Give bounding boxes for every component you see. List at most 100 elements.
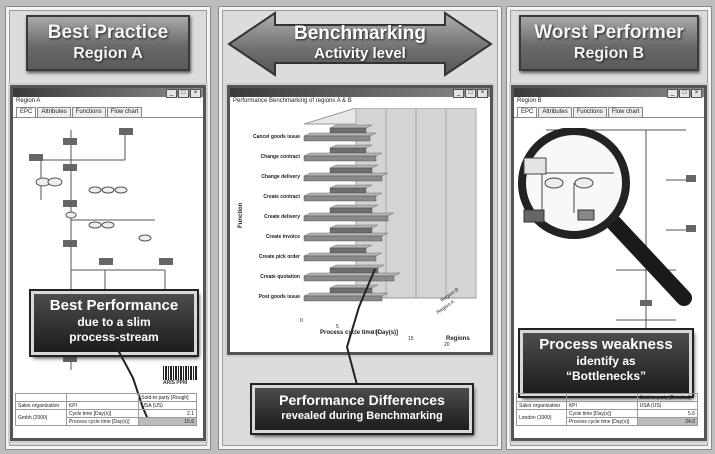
bar [329,127,367,134]
x-tick-label: 0 [300,318,303,324]
bar-top [329,204,379,209]
tab-flow-chart[interactable]: Flow chart [106,107,143,117]
table-row: Gmbh (2000)Cycle time [Day(s)]2.1 [15,409,197,426]
kpi-label: Cycle time [Day(s)] [565,409,638,418]
col-header-kpi: KPI [65,401,140,410]
bar-top [303,212,395,217]
process-weakness-callout: Process weakness identify as “Bottleneck… [518,328,694,398]
category-label: Create quotation [260,274,300,280]
callout-title: Best Performance [49,297,179,314]
callout-title: Performance Differences [279,392,445,408]
bar [303,235,383,242]
org-name: London (1000) [516,409,567,426]
bar-top [303,152,383,157]
callout-line3: process-stream [69,330,159,344]
category-label: Create invoice [266,234,300,240]
kpi-label: Cycle time [Day(s)] [65,409,140,418]
header-title: Best Practice [47,22,169,43]
maximize-icon[interactable]: □ [679,89,690,98]
bar-top [303,252,383,257]
minimize-icon[interactable]: _ [453,89,464,98]
close-icon[interactable]: × [190,89,201,98]
x-tick-label: 15 [408,336,414,342]
col-header-party: Sold-to party [Rough] [138,393,197,402]
close-icon[interactable]: × [691,89,702,98]
minimize-icon[interactable]: _ [166,89,177,98]
bar [303,255,377,262]
bar [329,147,367,154]
header-title: Worst Performer [534,22,684,43]
benchmarking-subtitle: Activity level [314,45,406,62]
tab-functions[interactable]: Functions [71,107,106,117]
bar [303,155,377,162]
bar [329,207,373,214]
bar [329,167,373,174]
category-label: Change delivery [261,174,300,180]
col-header-org: Sales organization [516,401,567,410]
tab-attributes[interactable]: Attributes [37,107,71,117]
bar [303,175,383,182]
col-header-country: USA (US) [138,401,197,410]
right-panel: Worst Performer Region B _□× Region B EP… [506,6,712,450]
tab-flow-chart[interactable]: Flow chart [607,107,644,117]
callout-title: Process weakness [539,336,673,353]
magnifying-glass-icon [518,128,692,306]
callout-line2: due to a slim [77,315,151,329]
window-titlebar: _□× [13,88,203,98]
barcode-logo [163,366,197,380]
callout-pointer [345,268,376,386]
region-b-window: _□× Region B EPC Attributes Functions Fl… [511,85,707,441]
bar-top [329,184,373,189]
z-axis-label: Regions [446,336,470,342]
best-performance-callout: Best Performance due to a slim process-s… [29,289,199,357]
best-practice-header: Best Practice Region A [26,15,190,71]
x-tick-label: 5 [336,324,339,330]
double-arrow-banner [227,11,493,77]
bar [303,135,371,142]
bar-top [329,164,379,169]
callout-line2: identify as [576,354,636,368]
tab-attributes[interactable]: Attributes [538,107,572,117]
maximize-icon[interactable]: □ [178,89,189,98]
bar [303,215,389,222]
region-a-window: _□× Region A EPC Attributes Functions Fl… [10,85,206,441]
category-label: Change contract [261,154,301,160]
table-row: Process cycle time [Day(s)]24.0 [517,417,699,426]
col-header-country: USA (US) [636,401,699,410]
category-label: Create delivery [264,214,300,220]
window-titlebar: _□× [230,88,490,98]
bar-top [329,144,373,149]
x-tick-label: 20 [444,342,450,348]
logo-text: ARIS PPM [163,380,188,386]
close-icon[interactable]: × [477,89,488,98]
minimize-icon[interactable]: _ [667,89,678,98]
tab-functions[interactable]: Functions [572,107,607,117]
header-subtitle: Region B [573,45,645,62]
kpi-label: Process cycle time [Day(s)] [65,417,140,426]
tab-epc[interactable]: EPC [517,107,538,117]
maximize-icon[interactable]: □ [465,89,476,98]
x-axis-label: Process cycle time [Day(s)] [320,330,398,336]
header-subtitle: Region A [73,45,143,62]
bar [329,187,367,194]
bar [303,295,383,302]
bar [329,247,367,254]
kpi-table: Sold-to party [Detailed] Sales organizat… [516,393,699,426]
x-tick-label: 10 [372,330,378,336]
category-label: Create pick order [259,254,300,260]
col-header-kpi: KPI [565,401,638,410]
left-panel: Best Practice Region A _□× Region A EPC … [5,6,211,450]
callout-line3: “Bottlenecks” [565,369,647,383]
bar-top [303,232,389,237]
category-label: Post goods issue [259,294,301,300]
chart-title: Performance Benchmarking of regions A & … [233,98,352,104]
performance-differences-callout: Performance Differences revealed during … [250,383,474,435]
col-header-party: Sold-to party [Detailed] [636,393,699,402]
bar-top [329,224,379,229]
tab-bar: EPC Attributes Functions Flow chart [514,107,704,118]
bar-top [329,124,373,129]
callout-subtitle: revealed during Benchmarking [281,410,443,422]
y-axis-label: Function [238,202,244,228]
kpi-value: 2.1 [138,409,197,418]
tab-epc[interactable]: EPC [16,107,37,117]
